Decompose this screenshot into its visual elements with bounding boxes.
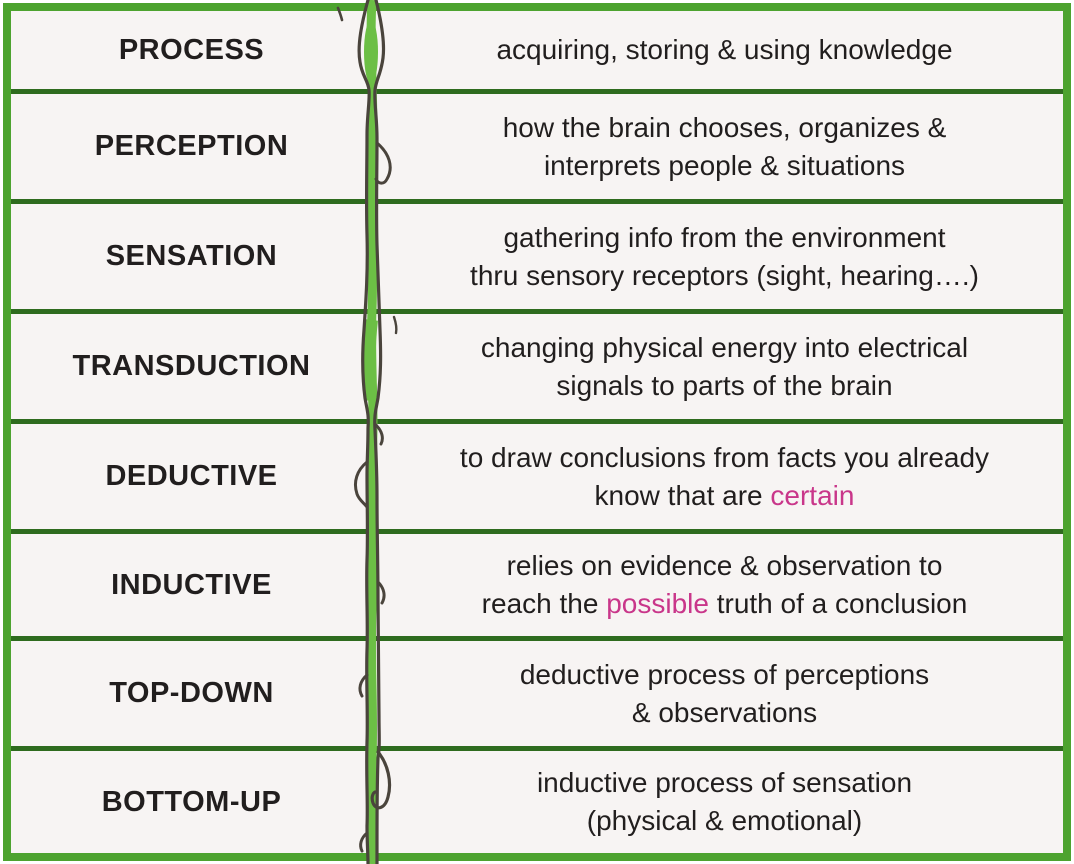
- term-cell: TOP-DOWN: [11, 641, 372, 746]
- definition-line: know that are certain: [594, 479, 855, 511]
- term-cell: DEDUCTIVE: [11, 424, 372, 529]
- term-label: INDUCTIVE: [111, 568, 272, 601]
- definition-cell: how the brain chooses, organizes & inter…: [372, 94, 1063, 199]
- definition-line: & observations: [631, 696, 818, 728]
- term-label: BOTTOM-UP: [101, 785, 282, 818]
- table-row: TRANSDUCTION changing physical energy in…: [11, 314, 1063, 419]
- table-row: BOTTOM-UP inductive process of sensation…: [11, 751, 1063, 853]
- table-row: INDUCTIVE relies on evidence & observati…: [11, 534, 1063, 636]
- definition-line: relies on evidence & observation to: [506, 550, 943, 581]
- definition-line: to draw conclusions from facts you alrea…: [459, 441, 990, 473]
- term-label: TRANSDUCTION: [72, 350, 311, 382]
- term-label: PERCEPTION: [94, 130, 289, 162]
- row-divider: [11, 199, 1063, 204]
- definition-line: inductive process of sensation: [536, 767, 913, 798]
- definition-cell: gathering info from the environment thru…: [372, 204, 1063, 309]
- table-row: SENSATION gathering info from the enviro…: [11, 204, 1063, 309]
- row-divider: [11, 746, 1063, 751]
- definition-line: acquiring, storing & using knowledge: [496, 34, 953, 65]
- row-divider: [11, 309, 1063, 314]
- row-divider: [11, 636, 1063, 641]
- term-label: DEDUCTIVE: [105, 460, 278, 492]
- term-cell: BOTTOM-UP: [11, 751, 372, 853]
- definition-cell: to draw conclusions from facts you alrea…: [372, 424, 1063, 529]
- table-row: TOP-DOWN deductive process of perception…: [11, 641, 1063, 746]
- table-row: PROCESS acquiring, storing & using knowl…: [11, 11, 1063, 89]
- definition-line: deductive process of perceptions: [519, 658, 930, 690]
- definition-cell: relies on evidence & observation to reac…: [372, 534, 1063, 636]
- term-label: SENSATION: [105, 240, 278, 272]
- definition-line: interprets people & situations: [543, 149, 906, 181]
- term-label: PROCESS: [118, 33, 265, 66]
- definition-cell: deductive process of perceptions & obser…: [372, 641, 1063, 746]
- term-cell: TRANSDUCTION: [11, 314, 372, 419]
- definition-line: thru sensory receptors (sight, hearing….…: [470, 259, 979, 291]
- definition-cell: acquiring, storing & using knowledge: [372, 11, 1063, 89]
- definition-line: (physical & emotional): [586, 805, 863, 836]
- table-row: DEDUCTIVE to draw conclusions from facts…: [11, 424, 1063, 529]
- term-cell: INDUCTIVE: [11, 534, 372, 636]
- highlighted-word: certain: [770, 479, 855, 511]
- definition-cell: inductive process of sensation (physical…: [372, 751, 1063, 853]
- row-divider: [11, 529, 1063, 534]
- term-cell: PROCESS: [11, 11, 372, 89]
- definition-line: signals to parts of the brain: [556, 369, 893, 401]
- definition-table: PROCESS acquiring, storing & using knowl…: [3, 3, 1071, 861]
- highlighted-word: possible: [606, 588, 709, 619]
- term-cell: SENSATION: [11, 204, 372, 309]
- definition-line: gathering info from the environment: [503, 221, 946, 253]
- definition-line: changing physical energy into electrical: [480, 331, 969, 363]
- term-label: TOP-DOWN: [109, 677, 274, 709]
- table-row: PERCEPTION how the brain chooses, organi…: [11, 94, 1063, 199]
- term-cell: PERCEPTION: [11, 94, 372, 199]
- definition-cell: changing physical energy into electrical…: [372, 314, 1063, 419]
- row-divider: [11, 419, 1063, 424]
- definition-line: reach the possible truth of a conclusion: [481, 588, 968, 619]
- row-divider: [11, 89, 1063, 94]
- definition-line: how the brain chooses, organizes &: [502, 111, 947, 143]
